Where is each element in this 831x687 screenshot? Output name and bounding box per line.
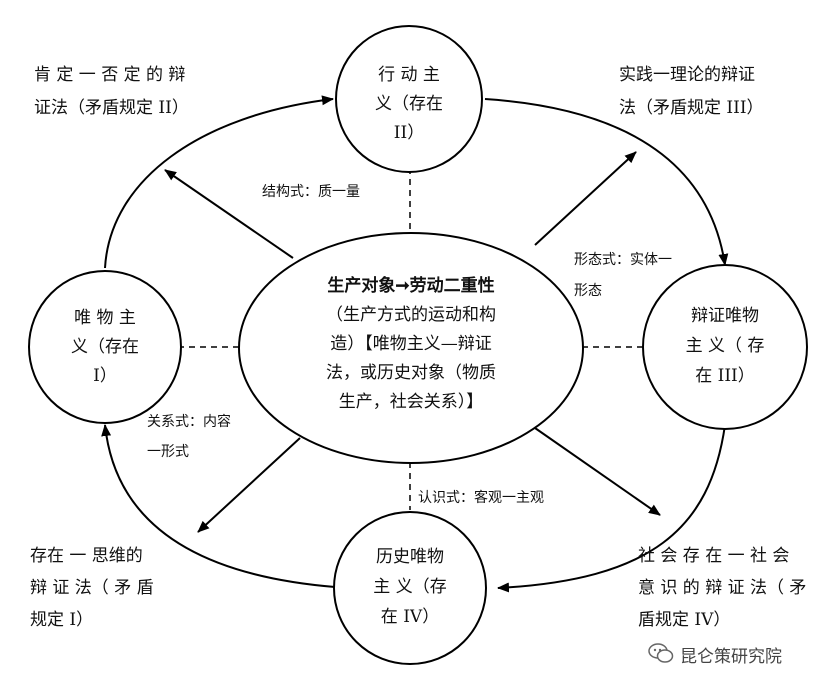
label-formal-1: 形态式：实体一 (574, 252, 672, 268)
corner-top-left-line-1: 肯 定 一 否 定 的 辩 (34, 65, 186, 85)
cycle-arc-bottom-to-left (101, 424, 336, 588)
corner-bottom-right-line-1: 社 会 存 在 一 社 会 (638, 546, 790, 566)
node-left-line-3: I） (93, 366, 117, 386)
node-right-line-2: 主 义（ 存 (685, 336, 765, 356)
corner-bottom-left-line-2: 辩 证 法（ 矛 盾 (30, 578, 154, 598)
corner-bottom-left-line-1: 存在 一 思维的 (30, 546, 143, 566)
watermark-text: 昆仑策研究院 (680, 647, 782, 667)
node-top-line-2: 义（存在 (375, 94, 443, 114)
label-cognitive: 认识式：客观一主观 (418, 490, 544, 506)
cycle-arc-right-to-bottom (497, 424, 726, 593)
cycle-arc-left-to-top (104, 95, 334, 269)
center-line-4: 法，或历史对象（物质 (326, 363, 496, 383)
cycle-arc-top-to-right (484, 98, 729, 266)
arrow-to-top-left (164, 169, 294, 259)
center-line-3: 造）【唯物主义—辩证 (330, 334, 492, 354)
node-bottom-line-1: 历史唯物 (376, 547, 444, 567)
node-right-line-3: 在 III） (695, 366, 755, 386)
label-formal-2: 形态 (574, 283, 602, 299)
central-ellipse (238, 232, 584, 464)
center-line-5: 生产，社会关系）】 (338, 392, 484, 412)
label-relational-1: 关系式：内容 (147, 414, 231, 430)
center-line-2: （生产方式的运动和构 (326, 305, 496, 325)
center-line-1: 生产对象➞劳动二重性 (327, 276, 495, 296)
arrow-to-bottom-right (534, 427, 661, 516)
corner-bottom-right-line-2: 意 识 的 辩 证 法（ 矛 (638, 578, 807, 598)
corner-top-right-line-1: 实践一理论的辩证 (619, 65, 755, 85)
node-circle-right (642, 264, 808, 430)
node-left-line-1: 唯 物 主 (74, 308, 136, 328)
label-structural: 结构式：质一量 (262, 184, 360, 200)
corner-bottom-left-line-3: 规定 I） (30, 610, 94, 630)
node-top-line-3: II） (393, 123, 425, 143)
node-bottom-line-3: 在 IV） (380, 607, 440, 627)
arrow-to-bottom-left (197, 437, 301, 533)
wechat-icon (648, 642, 674, 664)
corner-bottom-right-line-3: 盾规定 IV） (638, 610, 731, 630)
node-top-line-1: 行 动 主 (378, 65, 440, 85)
node-circle-bottom (333, 511, 487, 665)
corner-top-right-line-2: 法（矛盾规定 III） (619, 98, 764, 118)
arrow-to-top-right (534, 151, 637, 246)
node-right-line-1: 辩证唯物 (691, 306, 759, 326)
corner-top-left-line-2: 证法（矛盾规定 II） (34, 98, 189, 118)
label-relational-2: 一形式 (147, 444, 189, 460)
node-circle-top (335, 25, 483, 173)
node-bottom-line-2: 主 义（存 (373, 577, 447, 597)
node-circle-left (28, 270, 182, 424)
node-left-line-2: 义（存在 (71, 337, 139, 357)
